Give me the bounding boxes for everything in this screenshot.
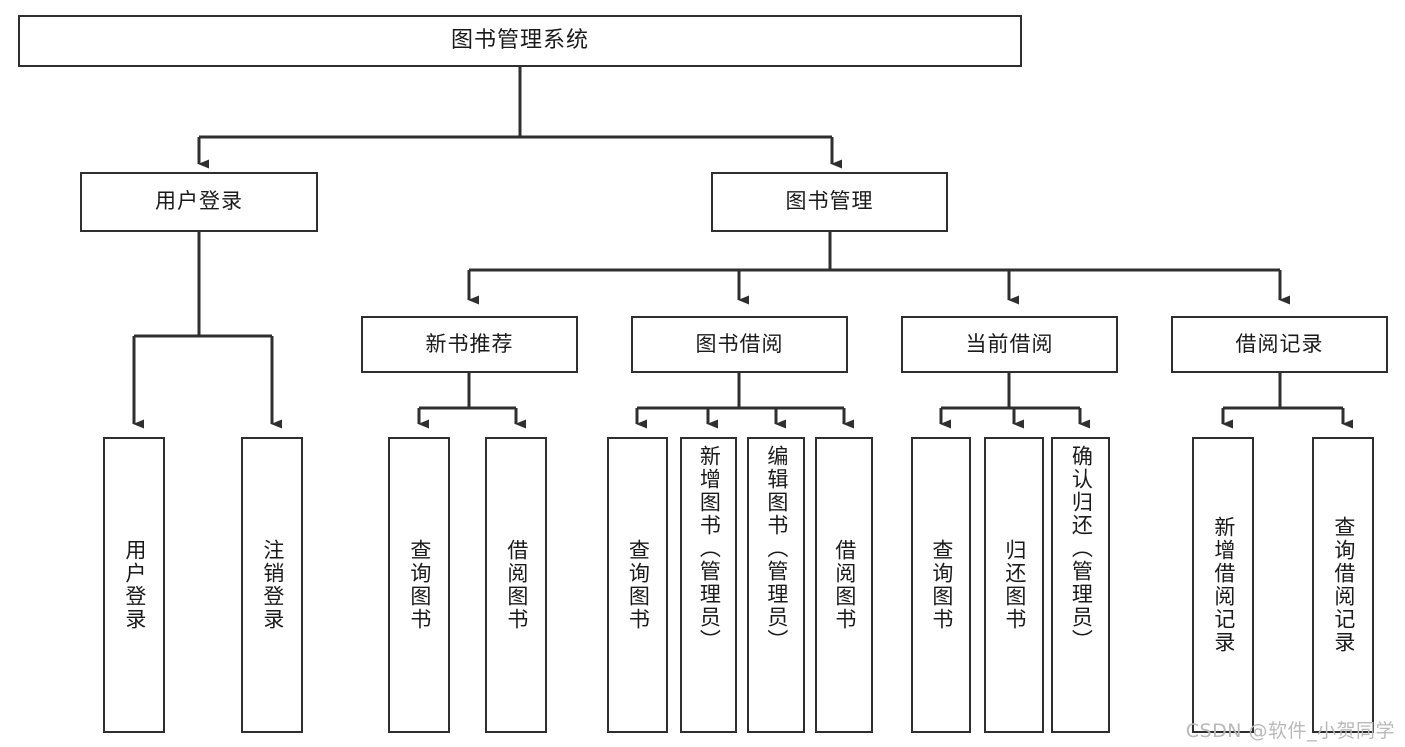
leaf-edit-book[interactable]: 编辑图书（管理员） [747,437,805,733]
node-root[interactable]: 图书管理系统 [18,15,1022,67]
leaf-add-borrow-record[interactable]: 新增借阅记录 [1192,437,1254,733]
leaf-query-book-2[interactable]: 查询图书 [607,437,668,733]
leaf-confirm-return[interactable]: 确认归还（管理员） [1051,437,1110,733]
node-book-borrow[interactable]: 图书借阅 [631,316,848,373]
leaf-borrow-book-2[interactable]: 借阅图书 [815,437,873,733]
leaf-borrow-book-2-label: 借阅图书 [832,539,857,631]
leaf-query-book-1[interactable]: 查询图书 [388,437,450,733]
leaf-borrow-book-1[interactable]: 借阅图书 [485,437,547,733]
leaf-logout-label: 注销登录 [260,539,285,631]
leaf-add-borrow-record-label: 新增借阅记录 [1211,516,1236,654]
node-current-borrow[interactable]: 当前借阅 [901,316,1118,373]
node-book-borrow-label: 图书借阅 [695,331,784,356]
leaf-return-book[interactable]: 归还图书 [984,437,1044,733]
leaf-query-book-2-label: 查询图书 [626,539,651,631]
leaf-user-login[interactable]: 用户登录 [103,437,165,733]
leaf-confirm-return-label: 确认归还（管理员） [1069,445,1094,652]
node-book-manage-label: 图书管理 [785,189,874,214]
leaf-query-borrow-record[interactable]: 查询借阅记录 [1312,437,1374,733]
leaf-add-book-label: 新增图书（管理员） [697,445,722,652]
node-borrow-record[interactable]: 借阅记录 [1171,316,1388,373]
leaf-edit-book-label: 编辑图书（管理员） [764,445,789,652]
node-new-book-recommendation[interactable]: 新书推荐 [361,316,578,373]
node-current-borrow-label: 当前借阅 [965,331,1054,356]
node-root-label: 图书管理系统 [450,27,589,53]
leaf-return-book-label: 归还图书 [1002,539,1027,631]
leaf-add-book[interactable]: 新增图书（管理员） [680,437,737,733]
node-book-manage[interactable]: 图书管理 [711,172,948,232]
leaf-query-book-3[interactable]: 查询图书 [911,437,971,733]
node-new-book-recommendation-label: 新书推荐 [425,331,514,356]
node-borrow-record-label: 借阅记录 [1235,331,1324,356]
leaf-query-borrow-record-label: 查询借阅记录 [1331,516,1356,654]
leaf-user-login-label: 用户登录 [122,539,147,631]
leaf-logout[interactable]: 注销登录 [241,437,303,733]
node-user-login[interactable]: 用户登录 [80,172,318,232]
leaf-query-book-3-label: 查询图书 [929,539,954,631]
leaf-borrow-book-1-label: 借阅图书 [504,539,529,631]
node-user-login-label: 用户登录 [155,189,243,214]
leaf-query-book-1-label: 查询图书 [407,539,432,631]
